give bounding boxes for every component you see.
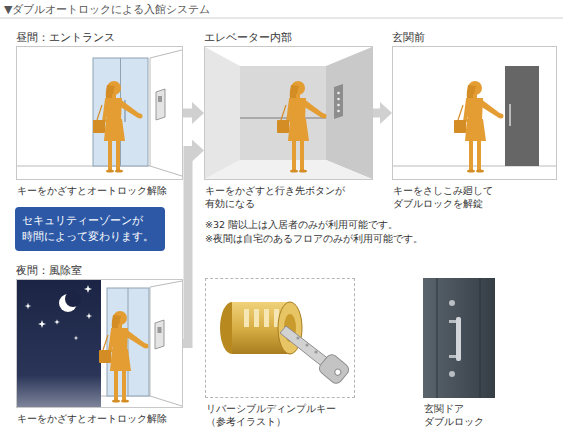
dimple-key-illustration [244, 309, 249, 327]
dimple-key-illustration [305, 343, 308, 346]
night-vestibule-scene [86, 313, 92, 319]
night-vestibule-scene [128, 288, 129, 396]
dimple-key-illustration [220, 302, 351, 386]
entrance-scene [156, 89, 165, 120]
picture-frame [392, 46, 557, 180]
night-vestibule-scene [155, 320, 164, 349]
door-photo [449, 371, 455, 377]
elevator-scene [240, 117, 326, 119]
night-vestibule-scene [84, 285, 92, 293]
panel-heading: 昼間：エントランス [16, 31, 183, 44]
panel-caption: キーをかざすとオートロック解除 [16, 184, 183, 197]
front-door-scene [454, 81, 504, 173]
figure-caption: リバーシブルディンプルキー （参考イラスト） [205, 402, 355, 428]
door-photo [437, 278, 438, 398]
note-text: ※32 階以上は入居者のみが利用可能です。 [205, 219, 398, 231]
picture-frame [205, 278, 355, 398]
flow-arrow [183, 109, 192, 118]
entrance-scene [158, 96, 162, 102]
dimple-key-illustration [317, 352, 351, 386]
night-vestibule-scene [99, 311, 149, 403]
picture-frame [423, 278, 495, 398]
night-vestibule-scene [17, 280, 101, 407]
panel-caption: キーをかざすとオートロック解除 [16, 412, 183, 425]
night-vestibule-scene [17, 280, 182, 407]
night-vestibule-scene [150, 287, 151, 396]
elevator-scene [277, 81, 327, 173]
dimple-key-illustration [264, 309, 269, 327]
door-photo [449, 300, 455, 306]
door-photo [423, 278, 495, 398]
dimple-key-illustration [334, 368, 342, 376]
night-vestibule-scene [54, 319, 60, 325]
diagram-title: ▼ダブルオートロックによる入館システム [4, 3, 210, 16]
picture-frame [16, 46, 183, 180]
scene-panel: エレベーター内部キーをかざすと行き先ボタンが 有効になる [204, 31, 373, 210]
panel-heading: 夜間：風除室 [16, 264, 183, 277]
picture-frame [16, 279, 183, 408]
dimple-key-illustration [280, 326, 330, 368]
note-text: ※夜間は自宅のあるフロアのみが利用可能です。 [205, 233, 423, 245]
elevator-scene [337, 104, 340, 107]
picture-frame [204, 46, 373, 180]
night-vestibule-scene [150, 281, 182, 287]
panel-heading: エレベーター内部 [204, 31, 373, 44]
front-door-scene [505, 66, 539, 166]
dimple-key-illustration [296, 336, 299, 339]
elevator-scene [334, 84, 343, 119]
title-rule [0, 18, 563, 19]
panel-caption: キーをかざすと行き先ボタンが 有効になる [204, 184, 373, 210]
elevator-scene [337, 92, 340, 95]
elevator-scene [205, 160, 372, 179]
scene-panel: 玄関前キーをさしこみ廻して ダブルロックを解錠 [392, 31, 557, 210]
night-vestibule-scene [38, 320, 46, 328]
panel-caption: キーをさしこみ廻して ダブルロックを解錠 [392, 184, 557, 210]
door-photo [456, 317, 461, 361]
figure-box: リバーシブルディンプルキー （参考イラスト） [205, 278, 355, 428]
dimple-key-illustration [254, 309, 259, 327]
scene-panel: 夜間：風除室キーをかざすとオートロック解除 [16, 264, 183, 425]
info-badge: セキュリティーゾーンが 時間によって変わります。 [15, 207, 165, 251]
entrance-scene [150, 50, 182, 58]
elevator-scene [205, 47, 372, 179]
flow-arrow [373, 109, 380, 118]
figure-caption: 玄関ドア ダブルロック [423, 402, 495, 428]
night-vestibule-scene [158, 327, 162, 333]
panel-heading: 玄関前 [392, 31, 557, 44]
figure-box: 玄関ドア ダブルロック [423, 278, 495, 428]
elevator-scene [337, 110, 340, 113]
entrance-scene [93, 81, 143, 173]
night-vestibule-scene [74, 336, 79, 341]
night-vestibule-scene [150, 396, 182, 406]
night-vestibule-scene [25, 303, 31, 309]
flow-arrow [183, 151, 192, 344]
elevator-scene [205, 47, 240, 179]
entrance-scene [150, 58, 151, 166]
badge-text: セキュリティーゾーンが 時間によって変わります。 [22, 213, 158, 245]
door-photo [423, 278, 495, 398]
entrance-scene [150, 166, 182, 176]
night-vestibule-scene [65, 291, 81, 307]
elevator-scene [326, 47, 372, 179]
dimple-key-illustration [317, 352, 351, 386]
scene-panel: 昼間：エントランスキーをかざすとオートロック解除 [16, 31, 183, 197]
front-door-scene [393, 66, 556, 173]
door-photo [480, 278, 481, 398]
elevator-scene [337, 98, 340, 101]
front-door-scene [509, 104, 511, 126]
dimple-key-illustration [314, 350, 317, 353]
entrance-scene [17, 50, 182, 176]
